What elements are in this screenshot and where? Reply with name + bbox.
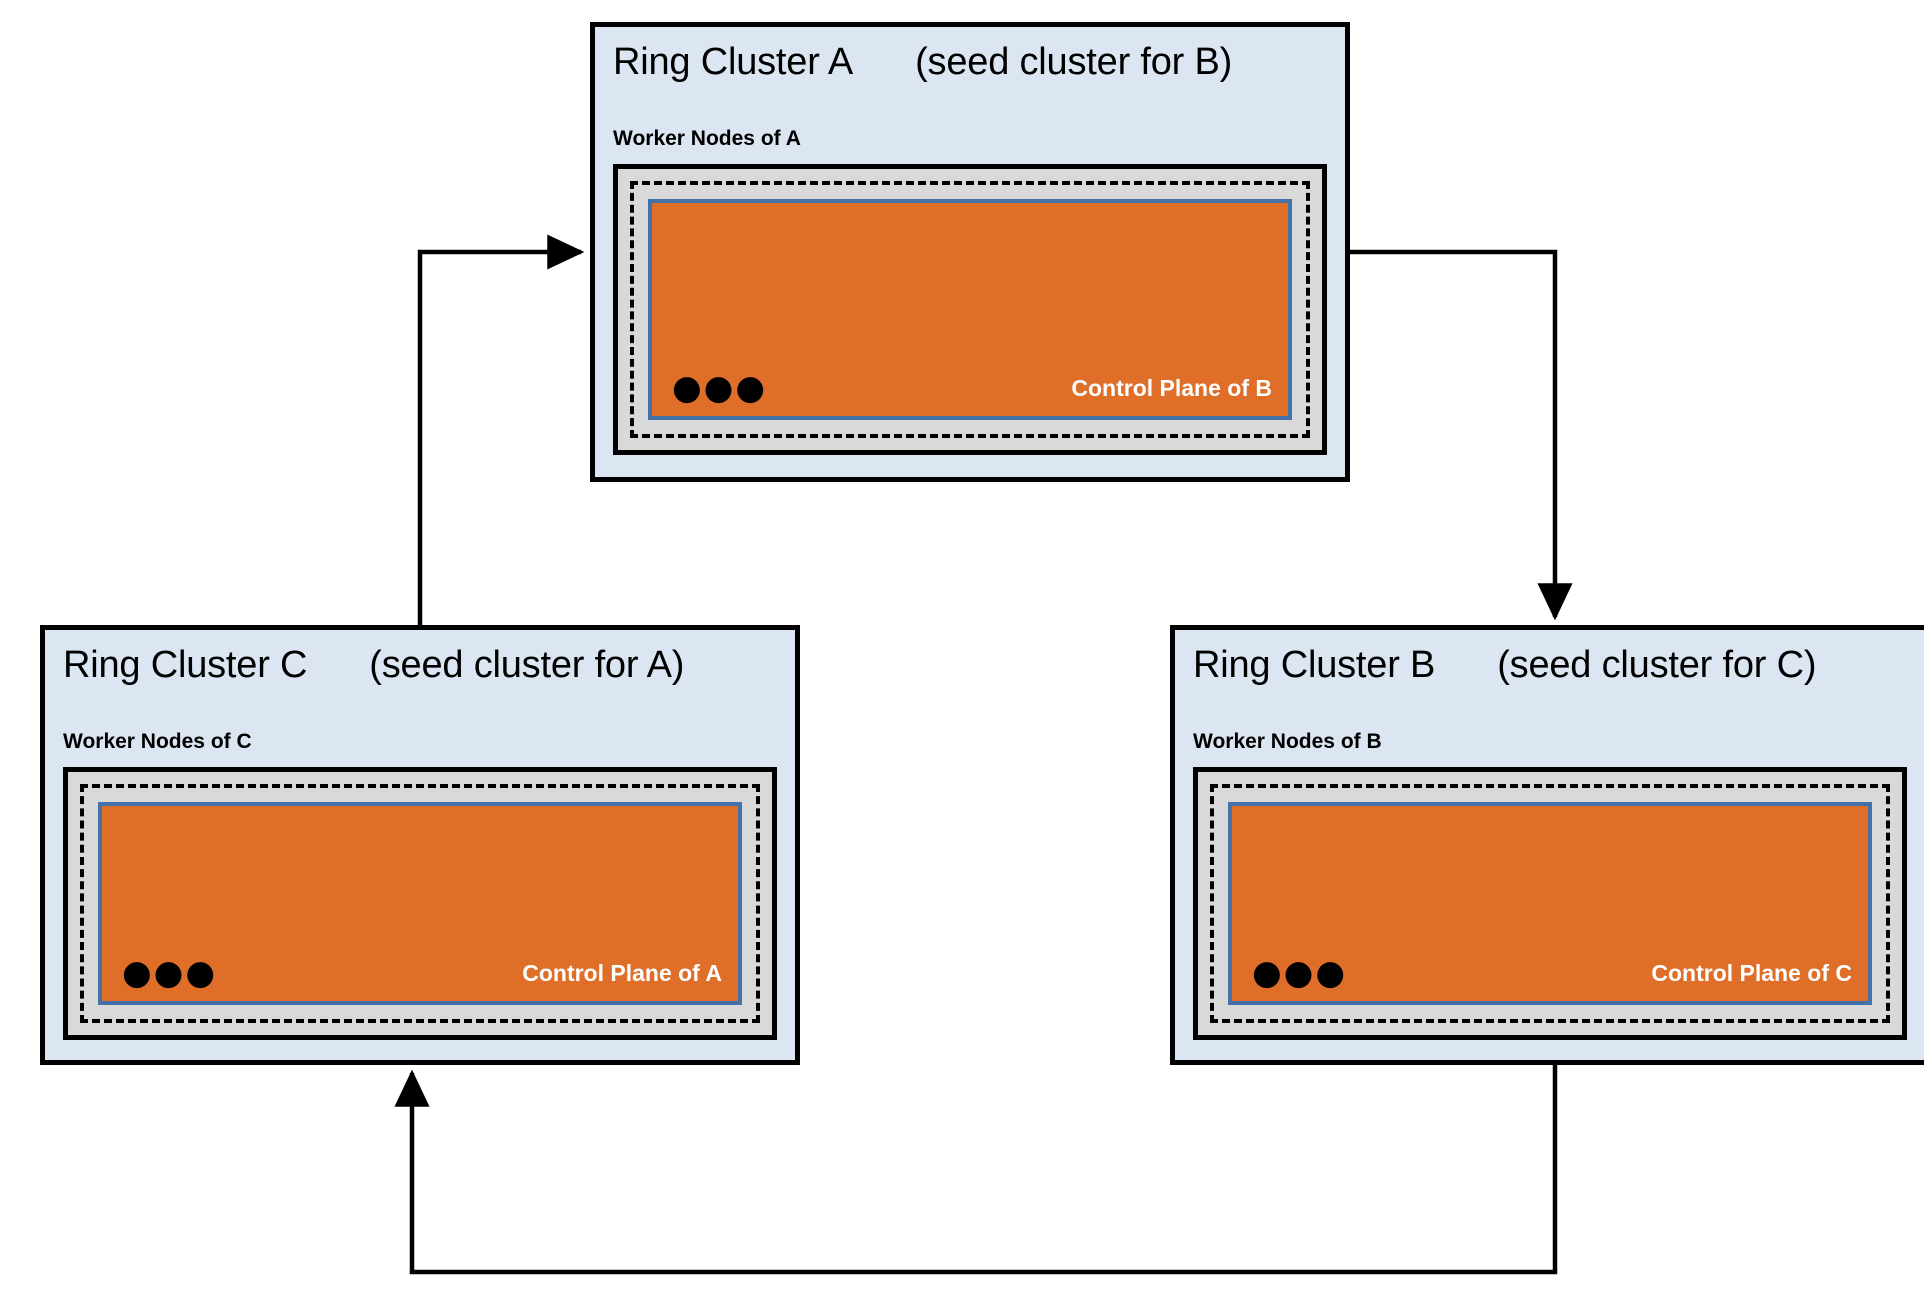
cluster-name-c: Ring Cluster C (63, 644, 308, 686)
control-plane-label-a: Control Plane of B (1071, 375, 1272, 401)
cluster-seed-b: (seed cluster for C) (1497, 644, 1817, 686)
ellipsis-icon: ●●● (122, 953, 218, 993)
cluster-title-a: Ring Cluster A (seed cluster for B) (613, 41, 1232, 84)
cluster-box-a[interactable]: Ring Cluster A (seed cluster for B) Work… (590, 22, 1350, 482)
control-plane-pod-c[interactable]: ●●● Control Plane of A (98, 802, 742, 1005)
worker-nodes-label-a: Worker Nodes of A (613, 127, 801, 150)
arrow-b-to-c (394, 1065, 1558, 1275)
ellipsis-icon: ●●● (672, 368, 768, 408)
namespace-box-a[interactable]: ●●● Control Plane of B (630, 181, 1310, 438)
namespace-box-c[interactable]: ●●● Control Plane of A (80, 784, 760, 1023)
control-plane-pod-b[interactable]: ●●● Control Plane of C (1228, 802, 1872, 1005)
worker-nodes-box-a[interactable]: ●●● Control Plane of B (613, 164, 1327, 455)
worker-nodes-label-b: Worker Nodes of B (1193, 730, 1382, 753)
cluster-seed-a: (seed cluster for B) (915, 41, 1233, 83)
worker-nodes-label-c: Worker Nodes of C (63, 730, 252, 753)
cluster-box-b[interactable]: Ring Cluster B (seed cluster for C) Work… (1170, 625, 1924, 1065)
cluster-title-b: Ring Cluster B (seed cluster for C) (1193, 644, 1816, 687)
control-plane-label-b: Control Plane of C (1651, 960, 1852, 986)
ellipsis-icon: ●●● (1252, 953, 1348, 993)
worker-nodes-box-b[interactable]: ●●● Control Plane of C (1193, 767, 1907, 1040)
namespace-box-b[interactable]: ●●● Control Plane of C (1210, 784, 1890, 1023)
control-plane-label-c: Control Plane of A (522, 960, 722, 986)
cluster-name-b: Ring Cluster B (1193, 644, 1436, 686)
worker-nodes-box-c[interactable]: ●●● Control Plane of A (63, 767, 777, 1040)
control-plane-pod-a[interactable]: ●●● Control Plane of B (648, 199, 1292, 420)
arrow-c-to-a (417, 234, 585, 625)
arrow-a-to-b (1350, 249, 1573, 621)
cluster-title-c: Ring Cluster C (seed cluster for A) (63, 644, 684, 687)
cluster-name-a: Ring Cluster A (613, 41, 854, 83)
cluster-box-c[interactable]: Ring Cluster C (seed cluster for A) Work… (40, 625, 800, 1065)
cluster-seed-c: (seed cluster for A) (369, 644, 685, 686)
